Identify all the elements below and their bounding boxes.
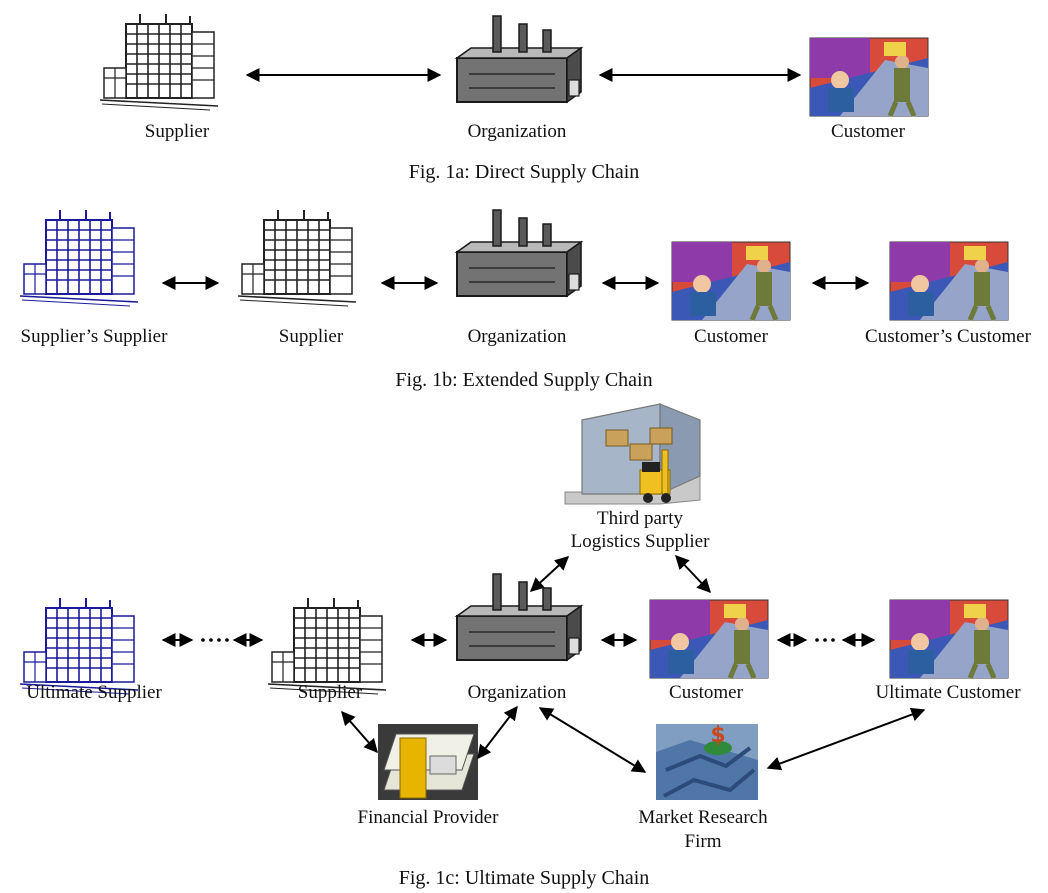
third-party-logistics-warehouse-icon: [564, 403, 701, 505]
customer-image-icon: [810, 38, 928, 116]
svg-text:$: $: [710, 723, 725, 748]
customer-image-icon-b: [672, 242, 790, 320]
arrow-customer-to-ultimate-customer: [776, 633, 876, 647]
customer-image-icon-c: [650, 600, 768, 678]
market-research-maze-icon: $: [656, 723, 758, 800]
caption-fig-1a: Fig. 1a: Direct Supply Chain: [408, 161, 640, 183]
label-third-party-line2: Logistics Supplier: [570, 531, 710, 552]
label-ultimate-customer: Ultimate Customer: [875, 682, 1021, 703]
label-customers-customer: Customer’s Customer: [865, 326, 1031, 347]
arrow-ultimate-supplier-to-supplier: [161, 633, 264, 647]
arrow-organization-logistics: [529, 556, 570, 592]
arrow-financial-organization: [477, 705, 518, 760]
caption-fig-1c: Fig. 1c: Ultimate Supply Chain: [398, 867, 650, 889]
label-organization-b: Organization: [467, 326, 567, 347]
customers-customer-image-icon: [890, 242, 1008, 320]
label-market-research-line2: Firm: [684, 831, 722, 852]
label-customer-a: Customer: [831, 121, 905, 142]
label-customer-b: Customer: [694, 326, 768, 347]
ultimate-customer-image-icon: [890, 600, 1008, 678]
arrow-organization-market-research: [538, 707, 647, 773]
supplier-building-icon-c: [267, 597, 387, 695]
ultimate-supplier-building-icon: [19, 597, 139, 695]
label-financial-provider: Financial Provider: [357, 807, 499, 828]
label-ultimate-supplier: Ultimate Supplier: [26, 682, 162, 703]
label-supplier-b: Supplier: [278, 326, 344, 347]
supplier-building-icon-b: [237, 209, 357, 307]
label-customer-c: Customer: [669, 682, 743, 703]
organization-factory-icon-c: [456, 573, 582, 661]
caption-fig-1b: Fig. 1b: Extended Supply Chain: [395, 369, 653, 391]
financial-provider-money-icon: [378, 724, 478, 800]
label-third-party-line1: Third party: [596, 508, 684, 529]
arrow-market-research-ultimate-customer: [766, 707, 926, 771]
label-market-research-line1: Market Research: [638, 807, 768, 828]
arrow-supplier-financial: [341, 710, 378, 754]
label-supplier-a: Supplier: [144, 121, 210, 142]
organization-factory-icon: [456, 15, 582, 103]
label-suppliers-supplier: Supplier’s Supplier: [20, 326, 168, 347]
arrow-logistics-customer: [675, 554, 711, 594]
label-supplier-c: Supplier: [297, 682, 363, 703]
supplier-building-icon: [99, 13, 219, 111]
organization-factory-icon-b: [456, 209, 582, 297]
label-organization-c: Organization: [467, 682, 567, 703]
suppliers-supplier-building-icon: [19, 209, 139, 307]
label-organization-a: Organization: [467, 121, 567, 142]
